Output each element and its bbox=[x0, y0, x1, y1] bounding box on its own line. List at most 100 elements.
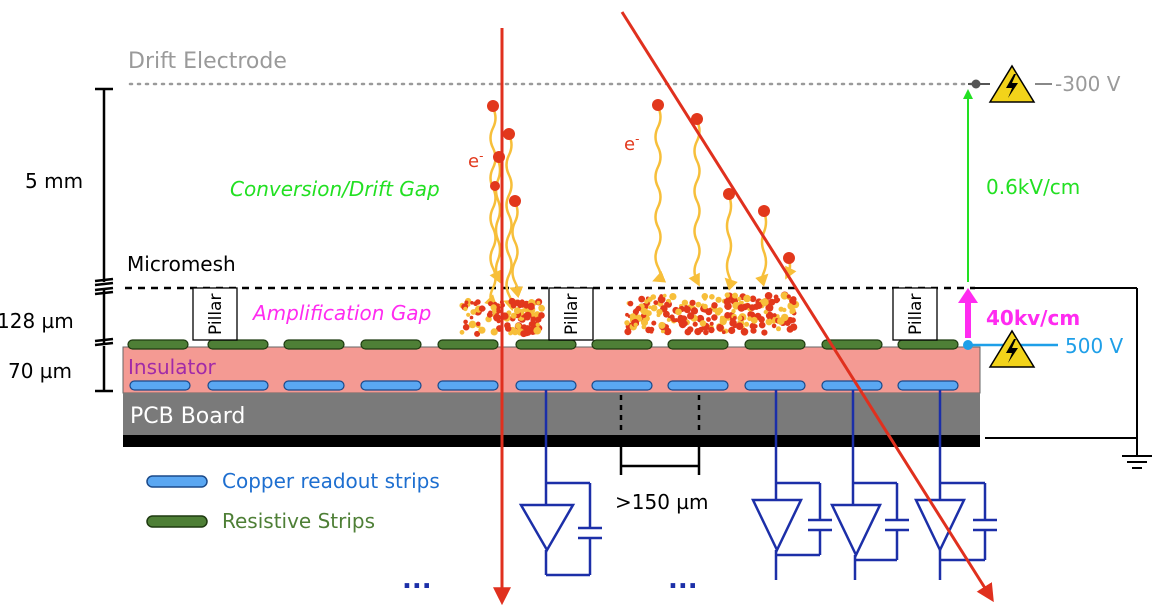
avalanche-particle bbox=[535, 316, 542, 323]
avalanche-particle bbox=[742, 328, 747, 332]
insulator-bracket bbox=[95, 346, 113, 393]
avalanche-particle bbox=[648, 305, 652, 310]
avalanche-particle bbox=[647, 296, 653, 303]
avalanche-particle bbox=[724, 312, 731, 319]
avalanche-particle bbox=[732, 324, 737, 329]
avalanche-particle bbox=[749, 304, 756, 311]
avalanche-particle bbox=[528, 321, 535, 327]
avalanche-particle bbox=[629, 313, 637, 320]
conversion-gap-label: Conversion/Drift Gap bbox=[230, 177, 440, 201]
avalanche-cloud-1 bbox=[459, 297, 545, 338]
strip-pitch-marker bbox=[619, 395, 701, 475]
avalanche-particle bbox=[470, 309, 477, 315]
avalanche-particle bbox=[538, 304, 545, 312]
avalanche-particle bbox=[663, 310, 670, 318]
avalanche-particle bbox=[508, 331, 513, 336]
avalanche-particle bbox=[650, 304, 658, 312]
avalanche-particle bbox=[687, 312, 695, 320]
insulator-dimension: 70 µm bbox=[8, 359, 72, 383]
avalanche-particle bbox=[505, 325, 512, 332]
avalanche-particle bbox=[740, 300, 744, 305]
pcb-board bbox=[123, 393, 980, 435]
legend: Copper readout strips Resistive Strips bbox=[146, 469, 440, 533]
avalanche-particle bbox=[508, 297, 516, 306]
amp-gap-dimension: 128 µm bbox=[0, 309, 74, 333]
avalanche-particle bbox=[776, 326, 781, 332]
avalanche-particle bbox=[524, 325, 532, 333]
legend-copper-label: Copper readout strips bbox=[222, 469, 440, 493]
avalanche-particle bbox=[768, 318, 772, 323]
avalanche-particle bbox=[680, 316, 687, 323]
avalanche-particle bbox=[747, 316, 752, 322]
avalanche-particle bbox=[743, 294, 751, 303]
amp-gap-bracket bbox=[94, 286, 114, 347]
avalanche-particle bbox=[627, 300, 634, 307]
pcb-board-label: PCB Board bbox=[130, 404, 245, 429]
avalanche-particle bbox=[732, 316, 737, 320]
electron-label-2: e- bbox=[624, 132, 639, 155]
avalanche-particle bbox=[782, 307, 787, 313]
avalanche-particle bbox=[711, 302, 718, 309]
avalanche-particle bbox=[536, 300, 541, 305]
avalanche-particle bbox=[706, 317, 711, 322]
strip-pitch-label: >150 µm bbox=[615, 490, 709, 514]
svg-text:Pillar: Pillar bbox=[562, 294, 582, 335]
avalanche-particle bbox=[758, 321, 766, 329]
avalanche-particle bbox=[753, 324, 758, 329]
avalanche-particle bbox=[475, 299, 481, 305]
avalanche-particle bbox=[669, 293, 677, 301]
avalanche-particle bbox=[699, 320, 707, 327]
avalanche-particle bbox=[720, 315, 724, 320]
avalanche-particle bbox=[463, 306, 468, 312]
avalanche-particle bbox=[780, 292, 789, 300]
avalanche-particle bbox=[524, 304, 529, 309]
particle-track-inclined bbox=[620, 11, 994, 603]
avalanche-particle bbox=[666, 317, 671, 322]
avalanche-particle bbox=[789, 323, 798, 331]
avalanche-particle bbox=[737, 296, 742, 302]
avalanche-particle bbox=[681, 299, 689, 306]
avalanche-particle bbox=[709, 295, 714, 299]
legend-resistive-label: Resistive Strips bbox=[222, 509, 375, 533]
avalanche-particle bbox=[772, 313, 777, 318]
avalanche-particle bbox=[750, 316, 758, 324]
hv-warning-icon-bottom bbox=[988, 329, 1036, 368]
pillar-1: Pillar bbox=[192, 287, 238, 341]
avalanche-particle bbox=[466, 312, 471, 317]
hv-warning-icon-top bbox=[988, 64, 1036, 103]
ellipsis-left: ... bbox=[402, 565, 432, 595]
avalanche-particle bbox=[470, 301, 474, 305]
avalanche-particle bbox=[660, 329, 665, 334]
drift-voltage: -300 V bbox=[1055, 72, 1121, 96]
avalanche-particle bbox=[760, 298, 769, 306]
electron-drift-paths bbox=[484, 106, 797, 312]
avalanche-particle bbox=[755, 301, 763, 310]
avalanche-particle bbox=[765, 303, 774, 312]
avalanche-particle bbox=[474, 330, 481, 337]
readout-electronics bbox=[518, 390, 997, 580]
avalanche-particle bbox=[724, 292, 730, 298]
avalanche-particle bbox=[478, 305, 486, 312]
avalanche-particle bbox=[535, 322, 540, 327]
avalanche-particle bbox=[763, 309, 768, 315]
pcb-bottom-layer bbox=[123, 435, 980, 447]
avalanche-particle bbox=[711, 314, 718, 321]
avalanche-particle bbox=[459, 329, 465, 335]
avalanche-cloud-2 bbox=[624, 291, 800, 336]
drift-gap-bracket bbox=[94, 87, 114, 287]
avalanche-particle bbox=[708, 326, 715, 334]
avalanche-particle bbox=[690, 307, 699, 315]
avalanche-particle bbox=[488, 310, 493, 315]
legend-copper-swatch bbox=[146, 475, 208, 488]
avalanche-particle bbox=[786, 294, 791, 299]
avalanche-particle bbox=[765, 311, 774, 320]
avalanche-particle bbox=[790, 296, 797, 303]
avalanche-particle bbox=[715, 309, 721, 316]
copper-strips bbox=[129, 380, 959, 391]
avalanche-particle bbox=[703, 296, 707, 301]
drift-field: 0.6kV/cm bbox=[986, 175, 1080, 199]
avalanche-particle bbox=[732, 292, 738, 299]
avalanche-particle bbox=[749, 295, 757, 303]
avalanche-particle bbox=[493, 313, 501, 322]
